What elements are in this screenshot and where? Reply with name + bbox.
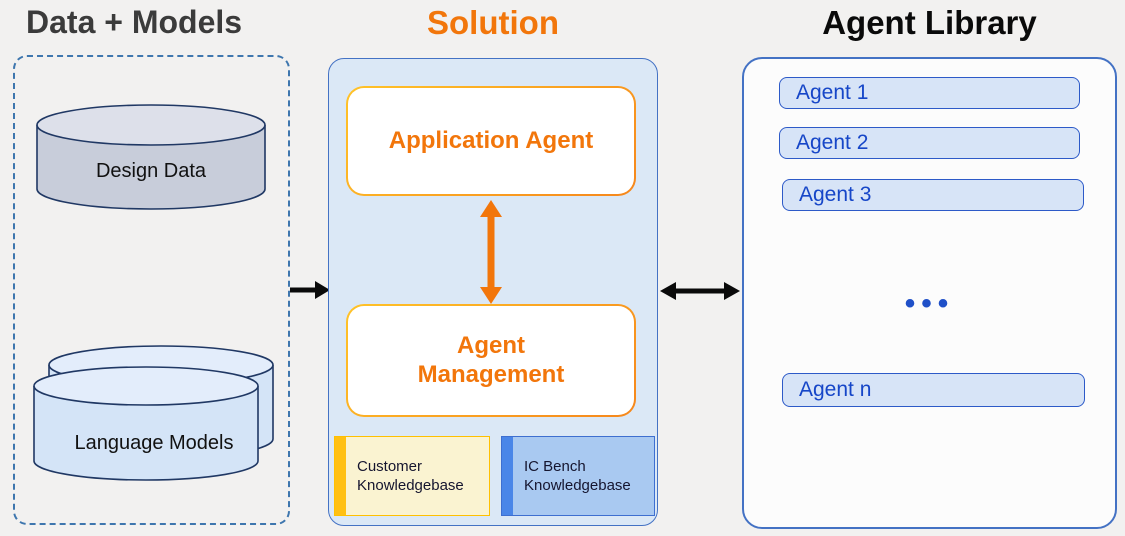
language-models-label: Language Models — [74, 432, 234, 454]
design-data-cylinder-icon — [36, 104, 266, 210]
customer-kb-stripe — [335, 437, 346, 515]
data-to-solution-arrow-icon — [290, 281, 330, 299]
ic-bench-knowledgebase-label: IC Bench Knowledgebase — [524, 457, 631, 495]
agent-management-label: Agent Management — [417, 331, 565, 388]
agent-n-label: Agent n — [799, 378, 872, 401]
agent-1-item: Agent 1 — [779, 77, 1080, 109]
ic-bench-kb-stripe — [502, 437, 513, 515]
agent-management-box-inner: Agent Management — [348, 306, 634, 415]
agent-3-item: Agent 3 — [782, 179, 1084, 211]
design-data-label: Design Data — [95, 160, 207, 182]
solution-container: Application Agent Agent Management Custo… — [328, 58, 658, 526]
customer-knowledgebase-label: Customer Knowledgebase — [357, 457, 464, 495]
section-title-agent-library: Agent Library — [822, 4, 1037, 41]
agent-1-label: Agent 1 — [796, 81, 869, 104]
ic-bench-knowledgebase-box: IC Bench Knowledgebase — [501, 436, 655, 516]
agent-n-item: Agent n — [782, 373, 1085, 407]
agent-sync-double-arrow-icon — [480, 200, 502, 304]
application-agent-box-inner: Application Agent — [348, 88, 634, 194]
customer-knowledgebase-box: Customer Knowledgebase — [334, 436, 490, 516]
agent-management-box: Agent Management — [346, 304, 636, 417]
agent-2-item: Agent 2 — [779, 127, 1080, 159]
section-title-data-models: Data + Models — [26, 4, 243, 40]
agent-2-label: Agent 2 — [796, 131, 869, 154]
application-agent-box: Application Agent — [346, 86, 636, 196]
application-agent-label: Application Agent — [388, 126, 594, 154]
language-models-cylinder-icon — [33, 345, 274, 481]
solution-library-double-arrow-icon — [660, 282, 740, 300]
data-models-group-box — [13, 55, 290, 525]
section-title-solution: Solution — [427, 4, 559, 41]
agent-3-label: Agent 3 — [799, 183, 872, 206]
agent-library-container: Agent 1 Agent 2 Agent 3 ••• Agent n — [742, 57, 1117, 529]
agents-ellipsis: ••• — [904, 287, 955, 320]
